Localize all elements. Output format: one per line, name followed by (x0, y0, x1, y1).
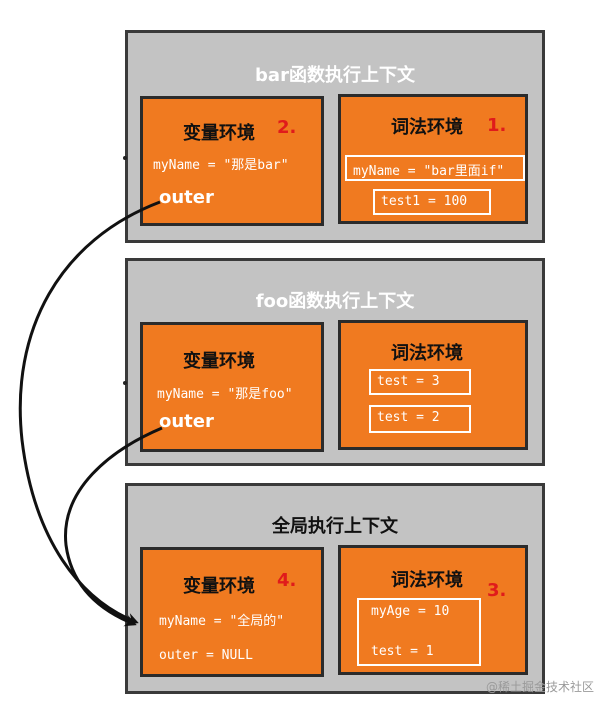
foo-outer-arrow (64, 426, 163, 627)
global-var-env-myname: myName = "全局的" (159, 614, 285, 629)
global-var-env-title: 变量环境 (183, 576, 255, 597)
bar-variable-environment: 变量环境 2. myName = "那是bar" outer (140, 96, 324, 226)
foo-context-title: foo函数执行上下文 (255, 291, 415, 312)
bar-lexical-environment: 词法环境 1. myName = "bar里面if" test1 = 100 (338, 94, 528, 224)
global-context-title: 全局执行上下文 (272, 516, 398, 537)
foo-lex-env-title: 词法环境 (391, 343, 463, 364)
bar-var-env-myname: myName = "那是bar" (153, 158, 289, 173)
connector-dot-bar (123, 156, 127, 160)
foo-var-env-outer: outer (159, 411, 214, 432)
bar-lex-env-number: 1. (487, 115, 507, 136)
foo-lex-env-box-test2: test = 2 (369, 405, 471, 433)
global-lex-env-myage: myAge = 10 (371, 604, 450, 619)
bar-context-title: bar函数执行上下文 (255, 65, 415, 86)
global-lexical-environment: 词法环境 3. myAge = 10 test = 1 (338, 545, 528, 675)
foo-var-env-title: 变量环境 (183, 351, 255, 372)
bar-lex-env-box-myname: myName = "bar里面if" (345, 155, 525, 181)
watermark: @稀土掘金技术社区 (485, 680, 594, 694)
foo-variable-environment: 变量环境 myName = "那是foo" outer (140, 322, 324, 452)
bar-lex-env-title: 词法环境 (391, 117, 463, 138)
bar-var-env-outer: outer (159, 187, 214, 208)
foo-var-env-myname: myName = "那是foo" (157, 387, 293, 402)
global-lex-env-number: 3. (487, 580, 507, 601)
global-variable-environment: 变量环境 4. myName = "全局的" outer = NULL (140, 547, 324, 677)
global-lex-env-title: 词法环境 (391, 570, 463, 591)
bar-var-env-number: 2. (277, 117, 297, 138)
connector-dot-foo (123, 381, 127, 385)
bar-var-env-title: 变量环境 (183, 123, 255, 144)
global-lex-env-test: test = 1 (371, 644, 434, 659)
global-var-env-outer: outer = NULL (159, 648, 253, 663)
bar-outer-arrow (18, 200, 161, 625)
global-lex-env-box: myAge = 10 test = 1 (357, 598, 481, 666)
bar-lex-env-box-test1: test1 = 100 (373, 189, 491, 215)
foo-lexical-environment: 词法环境 test = 3 test = 2 (338, 320, 528, 450)
global-var-env-number: 4. (277, 570, 297, 591)
foo-lex-env-box-test3: test = 3 (369, 369, 471, 395)
